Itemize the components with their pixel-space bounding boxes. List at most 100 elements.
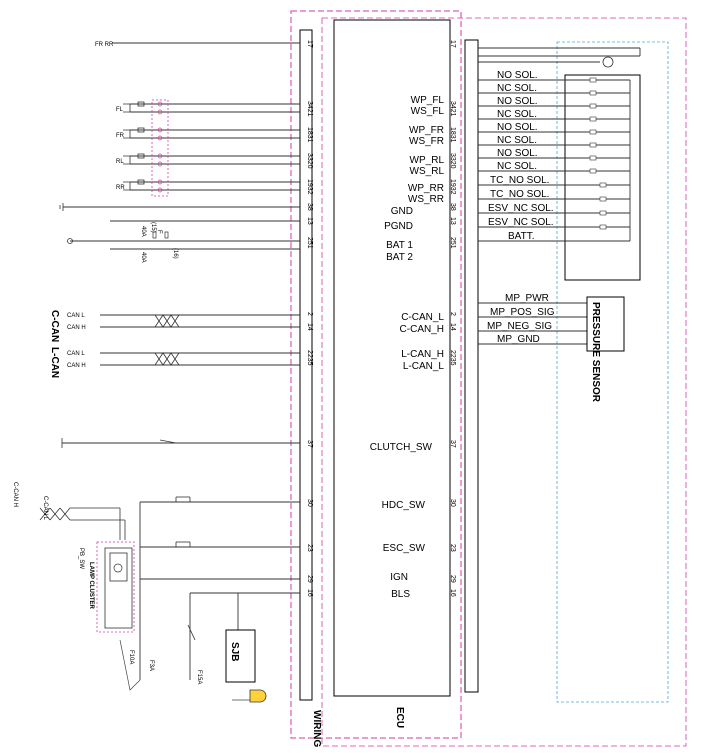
rl-wheel-label: RL [116, 159, 124, 165]
svg-text:C-CAN_L: C-CAN_L [401, 312, 444, 323]
svg-text:14: 14 [449, 323, 456, 331]
fl-wheel-label: FL [116, 107, 124, 113]
warning-lamp-icon [113, 563, 123, 573]
svg-text:WS_FR: WS_FR [409, 136, 444, 147]
svg-text:17: 17 [306, 40, 313, 48]
svg-text:ESV_NC SOL.: ESV_NC SOL. [488, 217, 554, 228]
svg-text:PGND: PGND [384, 221, 413, 232]
svg-text:WP_RR: WP_RR [408, 183, 444, 194]
svg-text:2: 2 [449, 312, 456, 316]
svg-text:TC_NO SOL.: TC_NO SOL. [490, 189, 549, 200]
svg-text:WP_FR: WP_FR [409, 125, 444, 136]
wheel-sensor-splice-marks [157, 101, 163, 193]
svg-text:WS_RR: WS_RR [408, 194, 444, 205]
svg-text:30: 30 [449, 499, 456, 507]
svg-text:13: 13 [449, 217, 456, 225]
svg-text:NO SOL.: NO SOL. [497, 122, 538, 133]
cluster-power-wire [119, 639, 141, 691]
can-l-label-2: CAN L [67, 351, 85, 357]
can-l-label-1: CAN L [67, 313, 85, 319]
valve-wires [478, 47, 641, 242]
f15a-label: F15A [196, 670, 202, 684]
svg-text:MP_GND: MP_GND [497, 334, 540, 345]
svg-text:17: 17 [449, 40, 456, 48]
svg-text:13: 13 [306, 217, 313, 225]
valve-block-boundary [556, 41, 669, 703]
svg-text:3320: 3320 [306, 153, 313, 169]
svg-text:WS_FL: WS_FL [411, 106, 445, 117]
svg-text:16: 16 [306, 589, 313, 597]
svg-text:3320: 3320 [449, 153, 456, 169]
wheel-sensor-splice-box [151, 99, 169, 197]
svg-text:NO SOL.: NO SOL. [497, 148, 538, 159]
svg-text:NC SOL.: NC SOL. [497, 109, 537, 120]
svg-text:29: 29 [449, 575, 456, 583]
valve-group-box [564, 74, 641, 281]
svg-text:2235: 2235 [449, 350, 456, 366]
pump-motor-icon [602, 56, 614, 68]
fuse-40a-label-2: 40A [140, 252, 146, 263]
fuse-icons [152, 231, 169, 239]
svg-text:37: 37 [449, 440, 456, 448]
sjb-connector-icon [249, 689, 267, 703]
svg-text:38: 38 [306, 203, 313, 211]
svg-text:1932: 1932 [306, 179, 313, 195]
can-h-label-1: CAN H [67, 325, 86, 331]
svg-text:2235: 2235 [306, 350, 313, 366]
svg-text:3421: 3421 [306, 101, 313, 117]
svg-text:ESV_NC SOL.: ESV_NC SOL. [488, 203, 554, 214]
svg-text:1831: 1831 [306, 127, 313, 143]
lamp-cluster-box [96, 541, 135, 633]
valve-labels: NO SOL. NC SOL. NO SOL. NC SOL. NO SOL. … [488, 70, 554, 242]
svg-text:23: 23 [449, 544, 456, 552]
svg-text:30: 30 [306, 499, 313, 507]
svg-text:MP_NEG_SIG: MP_NEG_SIG [487, 321, 552, 332]
svg-text:TC_NO SOL.: TC_NO SOL. [490, 175, 549, 186]
svg-text:BAT 1: BAT 1 [386, 240, 413, 251]
svg-text:251: 251 [449, 237, 456, 249]
lamp-cluster-label: LAMP CLUSTER [88, 562, 94, 610]
ecu-signal-labels: WP_FL WS_FL WP_FR WS_FR WP_RL WS_RL WP_R… [370, 95, 445, 600]
svg-text:1831: 1831 [449, 127, 456, 143]
svg-text:NC SOL.: NC SOL. [497, 83, 537, 94]
hydraulic-unit-boundary [321, 17, 687, 747]
switch-wires [62, 442, 300, 680]
c-can-label: C-CAN [49, 310, 60, 342]
f10a-label: F10A [128, 650, 134, 664]
svg-text:38: 38 [449, 203, 456, 211]
svg-text:WS_RL: WS_RL [410, 166, 445, 177]
pb-sw-label: PB_SW [78, 548, 84, 569]
rr-wheel-label: RR [116, 185, 125, 191]
left-signal-wires [63, 42, 300, 250]
ecu-box [333, 19, 451, 697]
svg-text:16: 16 [449, 589, 456, 597]
svg-text:NC SOL.: NC SOL. [497, 161, 537, 172]
svg-text:L-CAN_H: L-CAN_H [401, 349, 444, 360]
twisted-pair-icons [154, 314, 180, 366]
sjb-box [225, 629, 256, 683]
f3a-label: F3A [148, 660, 154, 671]
svg-text:37: 37 [306, 440, 313, 448]
fr-wheel-label: FR [116, 133, 125, 139]
svg-text:GND: GND [391, 206, 413, 217]
pressure-sensor-box [586, 296, 625, 352]
svg-text:14: 14 [306, 323, 313, 331]
valve-coil-icons [589, 77, 607, 230]
ecu-pin-labels: 17 3421 1831 3320 1932 38 13 251 2 14 22… [449, 40, 456, 597]
svg-text:3421: 3421 [449, 101, 456, 117]
svg-text:ESC_SW: ESC_SW [383, 543, 426, 554]
ecu-right-connector [464, 39, 479, 693]
l-can-label: L-CAN [49, 347, 60, 378]
pressure-sensor-labels: MP_PWR MP_POS_SIG MP_NEG_SIG MP_GND [487, 293, 555, 345]
svg-text:BATT.: BATT. [508, 231, 534, 242]
sjb-label: SJB [229, 642, 240, 661]
svg-text:C-CAN_H: C-CAN_H [400, 324, 444, 335]
svg-text:HDC_SW: HDC_SW [382, 500, 426, 511]
ecu-label: ECU [394, 707, 405, 728]
switch-icons [159, 439, 196, 641]
svg-text:L-CAN_L: L-CAN_L [403, 361, 445, 372]
svg-text:CLUTCH_SW: CLUTCH_SW [370, 442, 433, 453]
pressure-sensor-wires [478, 302, 587, 345]
can-h-label-2: CAN H [67, 363, 86, 369]
